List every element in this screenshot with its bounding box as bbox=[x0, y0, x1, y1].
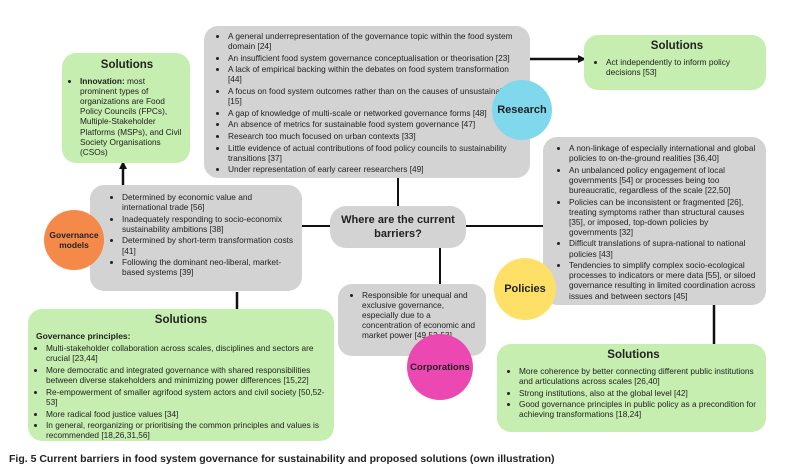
list-item: Determined by short-term transformation … bbox=[122, 235, 296, 255]
list-item: More radical food justice values [34] bbox=[46, 409, 326, 419]
governance-solutions-box: Solutions Governance principles: Multi-s… bbox=[28, 309, 334, 441]
list-item: A gap of knowledge of multi-scale or net… bbox=[228, 108, 522, 118]
innovation-solutions-box: Solutions Innovation: most prominent typ… bbox=[62, 53, 190, 163]
list-item: Policies can be inconsistent or fragment… bbox=[569, 197, 758, 237]
list-item: A lack of empirical backing within the d… bbox=[228, 64, 522, 84]
list-item: Tendencies to simplify complex socio-eco… bbox=[569, 260, 758, 300]
policies-solutions-title: Solutions bbox=[607, 349, 660, 361]
list-item: Under representation of early career res… bbox=[228, 164, 522, 174]
policies-node: Policies bbox=[494, 258, 556, 320]
policies-solutions-box: Solutions More coherence by better conne… bbox=[497, 344, 766, 432]
list-item: Inadequately responding to socio-economi… bbox=[122, 214, 296, 234]
governance-solutions-title: Solutions bbox=[154, 314, 208, 326]
list-item: An unbalanced policy engagement of local… bbox=[569, 165, 758, 195]
innovation-label: Innovation: bbox=[80, 76, 125, 87]
research-barriers-box: A general underrepresentation of the gov… bbox=[204, 26, 530, 178]
list-item: Act independently to inform policy decis… bbox=[606, 57, 758, 77]
governance-barriers-box: Determined by economic value and interna… bbox=[90, 185, 302, 291]
research-solutions-title: Solutions bbox=[650, 40, 704, 52]
policies-solutions-list: More coherence by better connecting diff… bbox=[509, 366, 758, 420]
list-item: More democratic and integrated governanc… bbox=[46, 365, 326, 385]
research-solutions-list: Act independently to inform policy decis… bbox=[596, 57, 758, 77]
list-item: Multi-stakeholder collaboration across s… bbox=[46, 343, 326, 363]
list-item: Re-empowerment of smaller agrifood syste… bbox=[46, 387, 326, 407]
policies-barriers-box: A non-linkage of especially internationa… bbox=[543, 137, 766, 305]
list-item: A non-linkage of especially internationa… bbox=[569, 143, 758, 163]
list-item: In general, reorganizing or prioritising… bbox=[46, 420, 326, 440]
innovation-text: most prominent types of organizations ar… bbox=[80, 76, 182, 157]
research-node: Research bbox=[492, 80, 552, 140]
figure-caption: Fig. 5 Current barriers in food system g… bbox=[9, 453, 555, 465]
research-solutions-box: Solutions Act independently to inform po… bbox=[584, 35, 766, 90]
list-item: Research too much focused on urban conte… bbox=[228, 131, 522, 141]
list-item: Good governance principles in public pol… bbox=[519, 399, 758, 419]
list-item: Following the dominant neo-liberal, mark… bbox=[122, 257, 296, 277]
list-item: An insufficient food system governance c… bbox=[228, 53, 522, 63]
list-item: Little evidence of actual contributions … bbox=[228, 143, 522, 163]
policies-barrier-list: A non-linkage of especially internationa… bbox=[559, 143, 758, 301]
list-item: Responsible for unequal and exclusive go… bbox=[362, 290, 480, 341]
list-item: An absence of metrics for sustainable fo… bbox=[228, 119, 522, 129]
governance-barrier-list: Determined by economic value and interna… bbox=[112, 192, 296, 277]
list-item: A general underrepresentation of the gov… bbox=[228, 31, 522, 51]
governance-solutions-list: Multi-stakeholder collaboration across s… bbox=[36, 343, 326, 440]
corporations-node: Corporations bbox=[407, 334, 473, 400]
innovation-solutions-title: Solutions bbox=[100, 59, 154, 71]
list-item: A focus on food system outcomes rather t… bbox=[228, 86, 522, 106]
list-item: Determined by economic value and interna… bbox=[122, 192, 296, 212]
governance-models-node: Governance models bbox=[44, 210, 104, 270]
list-item: Strong institutions, also at the global … bbox=[519, 388, 758, 398]
central-question: Where are the current barriers? bbox=[330, 206, 466, 248]
corporations-barriers-box: Responsible for unequal and exclusive go… bbox=[338, 284, 486, 356]
research-barrier-list: A general underrepresentation of the gov… bbox=[218, 31, 522, 174]
list-item: Difficult translations of supra-national… bbox=[569, 238, 758, 258]
innovation-solutions-list: Innovation: most prominent types of orga… bbox=[70, 76, 184, 157]
corporations-barrier-list: Responsible for unequal and exclusive go… bbox=[352, 290, 480, 341]
list-item: More coherence by better connecting diff… bbox=[519, 366, 758, 386]
list-item: Innovation: most prominent types of orga… bbox=[80, 76, 184, 157]
governance-principles-label: Governance principles: bbox=[36, 331, 131, 342]
